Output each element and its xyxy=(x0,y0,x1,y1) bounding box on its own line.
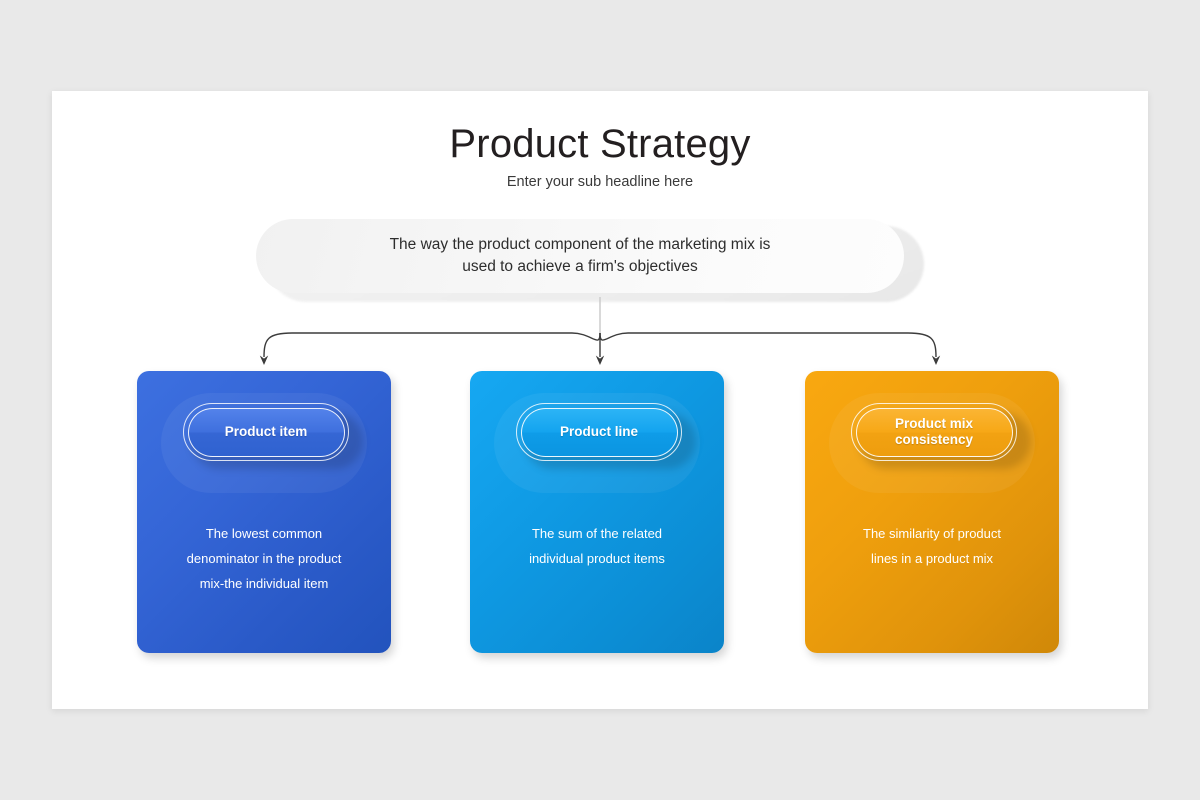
pill-button-product-mix-consistency[interactable]: Product mix consistency xyxy=(851,403,1017,461)
card-product-mix-consistency[interactable]: Product mix consistency The similarity o… xyxy=(805,371,1059,653)
card-product-line[interactable]: Product line The sum of the related indi… xyxy=(470,371,724,653)
card-description: The similarity of product lines in a pro… xyxy=(863,526,1001,566)
card-row: Product item The lowest common denominat… xyxy=(52,91,1148,709)
card-product-item[interactable]: Product item The lowest common denominat… xyxy=(137,371,391,653)
card-description: The sum of the related individual produc… xyxy=(529,526,665,566)
pill-inner: Product line xyxy=(520,407,678,457)
pill-button-product-item[interactable]: Product item xyxy=(183,403,349,461)
pill-button-product-line[interactable]: Product line xyxy=(516,403,682,461)
card-description: The lowest common denominator in the pro… xyxy=(186,526,342,591)
banner-pill: The way the product component of the mar… xyxy=(256,219,904,293)
page-title: Product Strategy xyxy=(449,122,751,166)
pill-label: Product line xyxy=(559,424,638,439)
pill-label: Product item xyxy=(224,424,308,439)
pill-inner: Product mix consistency xyxy=(855,407,1013,457)
page-subtitle: Enter your sub headline here xyxy=(506,174,694,190)
pill-label: Product mix consistency xyxy=(894,416,974,447)
pill-inner: Product item xyxy=(187,407,345,457)
description-banner: The way the product component of the mar… xyxy=(256,219,924,302)
banner-text: The way the product component of the mar… xyxy=(389,236,771,275)
presentation-slide: Product Strategy Enter your sub headline… xyxy=(52,91,1148,709)
